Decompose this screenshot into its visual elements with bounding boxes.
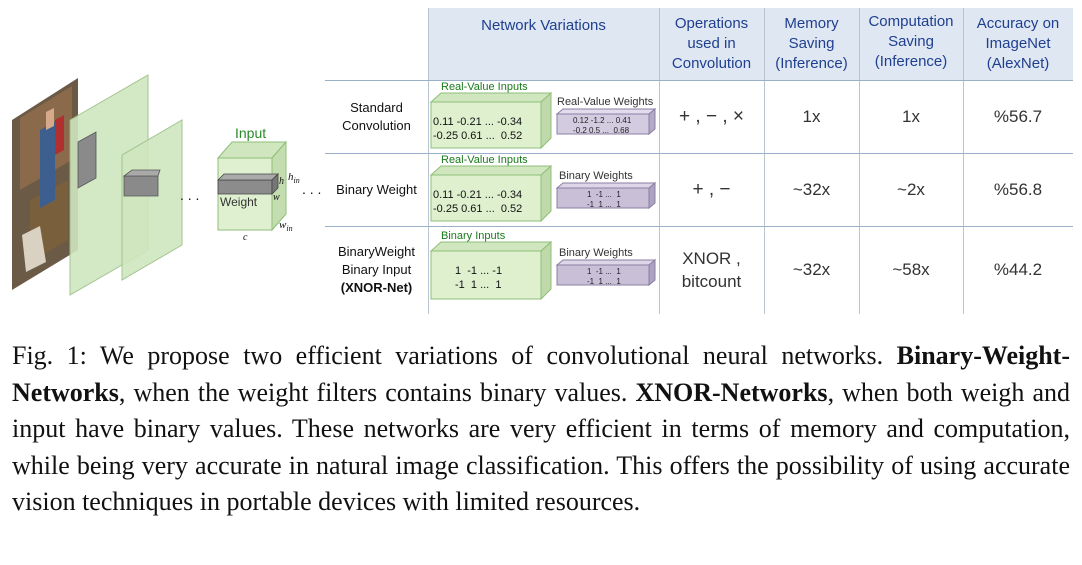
real-value-inputs-label: Real-Value Inputs [441, 81, 528, 93]
binary-weights-label: Binary Weights [559, 170, 633, 182]
dim-h-in: hin [288, 171, 300, 185]
input-block-real [429, 165, 553, 223]
conv-window-1 [77, 131, 97, 189]
input-block-real [429, 92, 553, 150]
feature-map-2 [121, 119, 183, 281]
dots-left: . . . [180, 187, 199, 203]
header-background [428, 8, 1073, 80]
header-network-variations: Network Variations [481, 17, 606, 34]
network-illustration: . . . Input Weight hin h w win c . . . [12, 74, 321, 296]
memory-binary-weight: ~32x [792, 179, 831, 199]
weight-values: 0.12 -1.2 ... 0.41-0.2 0.5 ... 0.68 [573, 116, 632, 135]
real-value-inputs-label: Real-Value Inputs [441, 154, 528, 166]
input-values: 0.11 -0.21 ... -0.34-0.25 0.61 ... 0.52 [433, 116, 523, 142]
caption-bwn: Binary-Weight-Networks [12, 341, 1070, 407]
real-value-weights-label: Real-Value Weights [557, 96, 654, 108]
weight-filter [217, 179, 273, 195]
binary-inputs-label: Binary Inputs [441, 230, 506, 242]
row-label-binary-weight: Binary Weight [336, 181, 417, 197]
weight-values: 1 -1 ... 1-1 1 ... 1 [587, 190, 621, 209]
dim-c: c [243, 232, 248, 243]
weight-block-binary [555, 259, 657, 287]
caption-xnor: XNOR-Networks [635, 377, 828, 407]
conv-window-2 [123, 175, 159, 197]
weight-label: Weight [220, 195, 258, 209]
figure-caption: Fig. 1: We propose two efficient variati… [12, 341, 1070, 516]
input-block-binary [429, 241, 553, 301]
weight-block-binary [555, 182, 657, 210]
input-photo [12, 78, 78, 290]
computation-binary-weight: ~2x [897, 179, 925, 199]
input-values: 1 -1 ... -1-1 1 ... 1 [455, 265, 503, 291]
weight-block-real [555, 108, 657, 136]
computation-xnor-net: ~58x [892, 260, 930, 279]
ops-binary-weight: + , − [692, 178, 731, 200]
ops-xnor-net: XNOR ,bitcount [681, 249, 742, 291]
weight-values: 1 -1 ... 1-1 1 ... 1 [587, 267, 621, 286]
memory-xnor-net: ~32x [792, 260, 831, 279]
accuracy-xnor-net: %44.2 [993, 260, 1043, 279]
input-values: 0.11 -0.21 ... -0.34-0.25 0.61 ... 0.52 [433, 189, 523, 215]
dots-right: . . . [302, 181, 321, 197]
dim-w-in: win [279, 219, 293, 233]
binary-weights-label: Binary Weights [559, 247, 633, 259]
dim-h: h [279, 176, 284, 187]
accuracy-binary-weight: %56.8 [993, 179, 1043, 199]
dim-w: w [273, 192, 280, 203]
computation-standard: 1x [902, 106, 920, 126]
ops-standard: + , − , × [679, 105, 744, 127]
input-cube [216, 140, 288, 232]
input-title: Input [235, 125, 266, 141]
memory-standard: 1x [802, 106, 821, 126]
accuracy-standard: %56.7 [993, 106, 1043, 126]
